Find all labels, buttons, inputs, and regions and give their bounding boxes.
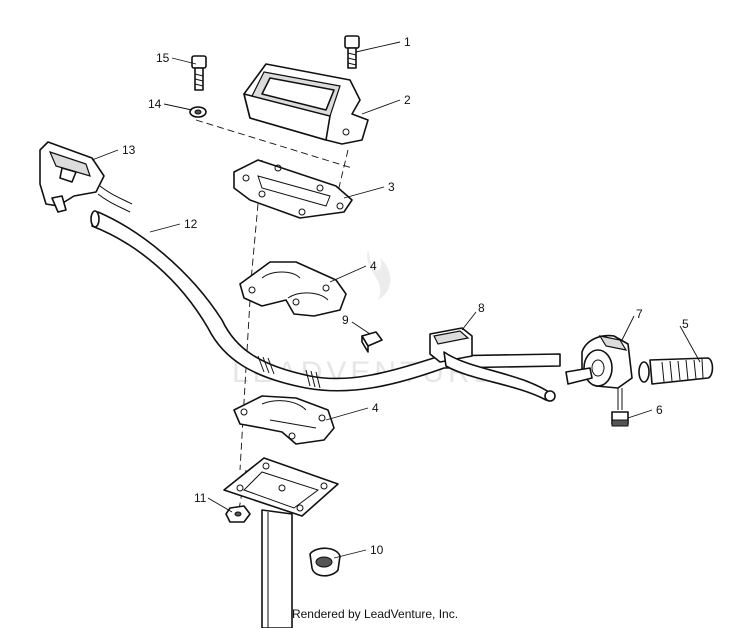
callout-9: 9 xyxy=(342,313,349,327)
footer-credit: Rendered by LeadVenture, Inc. xyxy=(291,607,459,621)
callout-2: 2 xyxy=(404,93,411,107)
part-12-handlebar xyxy=(90,210,561,392)
handlebar-knurling xyxy=(257,355,321,389)
part-11-nut xyxy=(225,505,251,523)
part-15-bolt xyxy=(191,55,207,91)
steering-post-plate xyxy=(223,457,339,517)
steering-post xyxy=(261,509,293,628)
callout-8: 8 xyxy=(478,301,485,315)
part-9-block xyxy=(361,331,383,353)
callout-11: 11 xyxy=(194,491,207,505)
part-10-clip xyxy=(309,547,341,577)
part-4-upper-clamp xyxy=(239,261,347,317)
part-13-control-housing xyxy=(39,141,133,213)
part-6-screw xyxy=(611,388,629,427)
callout-1: 1 xyxy=(404,35,411,49)
callout-3: 3 xyxy=(388,180,395,194)
part-1-bolt xyxy=(344,35,360,69)
leader-lines xyxy=(91,41,701,559)
part-5-grip xyxy=(638,357,714,385)
part-14-washer xyxy=(189,106,207,118)
callout-5: 5 xyxy=(682,317,689,331)
callout-13: 13 xyxy=(122,143,136,157)
callout-15: 15 xyxy=(156,51,170,65)
callout-labels: 1 2 3 4 4 5 6 7 8 9 10 11 12 13 14 15 xyxy=(122,35,689,557)
callout-4-upper: 4 xyxy=(370,259,377,273)
part-2-pad-cover xyxy=(243,63,369,145)
part-3-clamp-plate xyxy=(233,159,353,219)
callout-4-lower: 4 xyxy=(372,401,379,415)
part-7-throttle-housing xyxy=(565,334,633,389)
grip-texture xyxy=(661,358,704,383)
part-4-lower-clamp xyxy=(233,395,335,445)
callout-14: 14 xyxy=(148,97,162,111)
callout-10: 10 xyxy=(370,543,384,557)
callout-7: 7 xyxy=(636,307,643,321)
callout-6: 6 xyxy=(656,403,663,417)
callout-12: 12 xyxy=(184,217,198,231)
part-8-switch-lever xyxy=(429,327,556,402)
